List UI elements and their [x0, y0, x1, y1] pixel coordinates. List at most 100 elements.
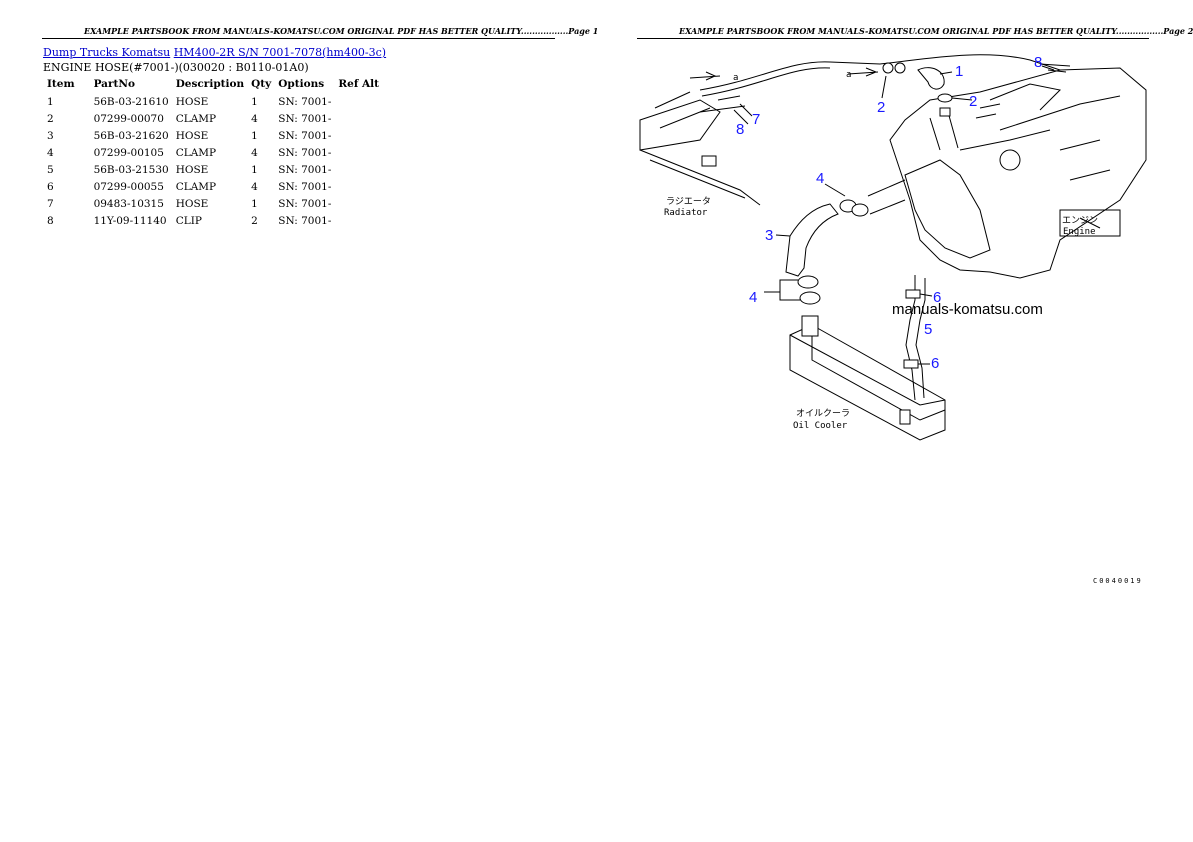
- cell-options: SN: 7001-: [278, 197, 332, 210]
- cell-qty: 1: [251, 129, 258, 142]
- cell-qty: 4: [251, 112, 258, 125]
- cell-options: SN: 7001-: [278, 112, 332, 125]
- cell-item: 8: [47, 214, 54, 227]
- radiator-upper-part: [639, 99, 721, 151]
- cell-refalt: [334, 212, 382, 229]
- callout-8-left[interactable]: 8: [736, 121, 744, 138]
- hose-1-shape: [917, 67, 945, 90]
- callout-2-left[interactable]: 2: [877, 99, 885, 116]
- callout-3[interactable]: 3: [765, 227, 773, 244]
- col-item-header: Item: [47, 77, 75, 90]
- cell-refalt: [334, 144, 382, 161]
- engine-block: [889, 67, 1147, 279]
- breadcrumb-link-dump-trucks[interactable]: Dump Trucks Komatsu: [43, 46, 171, 59]
- cell-qty: 2: [251, 214, 258, 227]
- cell-partno: 07299-00055: [93, 180, 164, 193]
- clamp-6-lower: [903, 359, 919, 369]
- cell-description: HOSE: [175, 197, 209, 210]
- parts-diagram: 1 2 2 3 4 4 5 6 6 7 8 8 a a ラジエータ Radiat…: [639, 54, 1147, 441]
- cell-item: 2: [47, 112, 54, 125]
- cell-partno: 09483-10315: [93, 197, 164, 210]
- cell-options: SN: 7001-: [278, 163, 332, 176]
- arrow-a-left: [689, 71, 721, 81]
- table-row: 6 07299-00055 CLAMP 4 SN: 7001-: [43, 178, 382, 195]
- cell-partno: 56B-03-21620: [93, 129, 169, 142]
- cell-description: HOSE: [175, 95, 209, 108]
- cell-options: SN: 7001-: [278, 129, 332, 142]
- callout-2-right[interactable]: 2: [969, 93, 977, 110]
- cell-refalt: [334, 178, 382, 195]
- cell-options: SN: 7001-: [278, 180, 332, 193]
- ref-a-left: a: [733, 73, 738, 83]
- engine-label-en: Engine: [1063, 227, 1096, 237]
- clip-8-right: [1039, 63, 1071, 73]
- cell-refalt: [334, 127, 382, 144]
- cell-refalt: [334, 110, 382, 127]
- cell-refalt: [334, 161, 382, 178]
- thermostat-housing: [904, 159, 991, 259]
- pipe-to-engine: [867, 179, 906, 215]
- oil-cooler-edges: [789, 325, 946, 421]
- cell-item: 4: [47, 146, 54, 159]
- col-description-header: Description: [175, 77, 245, 90]
- cell-options: SN: 7001-: [278, 214, 332, 227]
- callout-4-upper[interactable]: 4: [816, 170, 824, 187]
- radiator-label-en: Radiator: [664, 208, 708, 218]
- callout-6-upper[interactable]: 6: [933, 289, 941, 306]
- cell-qty: 1: [251, 197, 258, 210]
- engine-mount: [1059, 209, 1121, 237]
- callout-7[interactable]: 7: [752, 111, 760, 128]
- leader-lines: [733, 65, 1055, 365]
- upper-hose-line-2: [701, 67, 831, 97]
- oil-cooler-label-jp: オイルクーラ: [796, 408, 850, 419]
- callout-6-lower[interactable]: 6: [931, 355, 939, 372]
- callout-8-right[interactable]: 8: [1034, 54, 1042, 71]
- watermark: manuals-komatsu.com: [892, 301, 1043, 318]
- cell-description: CLAMP: [175, 146, 217, 159]
- callout-4-lower[interactable]: 4: [749, 289, 757, 306]
- table-row: 8 11Y-09-11140 CLIP 2 SN: 7001-: [43, 212, 382, 229]
- col-partno-header: PartNo: [93, 77, 135, 90]
- col-qty-header: Qty: [251, 77, 272, 90]
- breadcrumb-link-model[interactable]: HM400-2R S/N 7001-7078(hm400-3c): [173, 46, 387, 59]
- clamp-2-upper: [937, 93, 953, 103]
- page2-header-rule: [637, 38, 1149, 39]
- cell-partno: 56B-03-21530: [93, 163, 169, 176]
- radiator-detail: [654, 91, 711, 129]
- figure-code: C0040019: [1093, 577, 1143, 585]
- cell-qty: 4: [251, 146, 258, 159]
- hose-2-fitting: [975, 103, 1001, 119]
- engine-detail-lines: [959, 83, 1121, 181]
- clamp-2-left-a: [882, 62, 894, 74]
- page1-header-rule: [42, 38, 555, 39]
- callout-5[interactable]: 5: [924, 321, 932, 338]
- cell-description: HOSE: [175, 163, 209, 176]
- cell-item: 5: [47, 163, 54, 176]
- cell-qty: 1: [251, 95, 258, 108]
- hose-1-neck: [929, 111, 959, 151]
- hose-3-shape: [785, 203, 839, 277]
- hose-7-path: [699, 95, 746, 113]
- engine-label-jp: エンジン: [1062, 216, 1098, 226]
- oil-cooler-outlet: [899, 409, 911, 425]
- cell-description: HOSE: [175, 129, 209, 142]
- oil-cooler-label-en: Oil Cooler: [793, 421, 848, 431]
- page2-header: EXAMPLE PARTSBOOK FROM MANUALS-KOMATSU.C…: [679, 26, 1193, 36]
- cell-description: CLAMP: [175, 180, 217, 193]
- cell-refalt: [334, 195, 382, 212]
- arrow-a-right: [847, 67, 879, 77]
- table-row: 2 07299-00070 CLAMP 4 SN: 7001-: [43, 110, 382, 127]
- parts-table: Item PartNo Description Qty Options Ref …: [43, 76, 382, 229]
- callout-1[interactable]: 1: [955, 63, 963, 80]
- table-row: 4 07299-00105 CLAMP 4 SN: 7001-: [43, 144, 382, 161]
- cell-item: 3: [47, 129, 54, 142]
- clamp-2-lower: [939, 107, 951, 117]
- cell-description: CLAMP: [175, 112, 217, 125]
- ref-a-right: a: [846, 70, 851, 80]
- clamp-4-lower-b: [799, 291, 821, 305]
- engine-port: [999, 149, 1021, 171]
- cell-item: 6: [47, 180, 54, 193]
- cell-item: 1: [47, 95, 54, 108]
- radiator-label-jp: ラジエータ: [666, 196, 711, 207]
- table-row: 5 56B-03-21530 HOSE 1 SN: 7001-: [43, 161, 382, 178]
